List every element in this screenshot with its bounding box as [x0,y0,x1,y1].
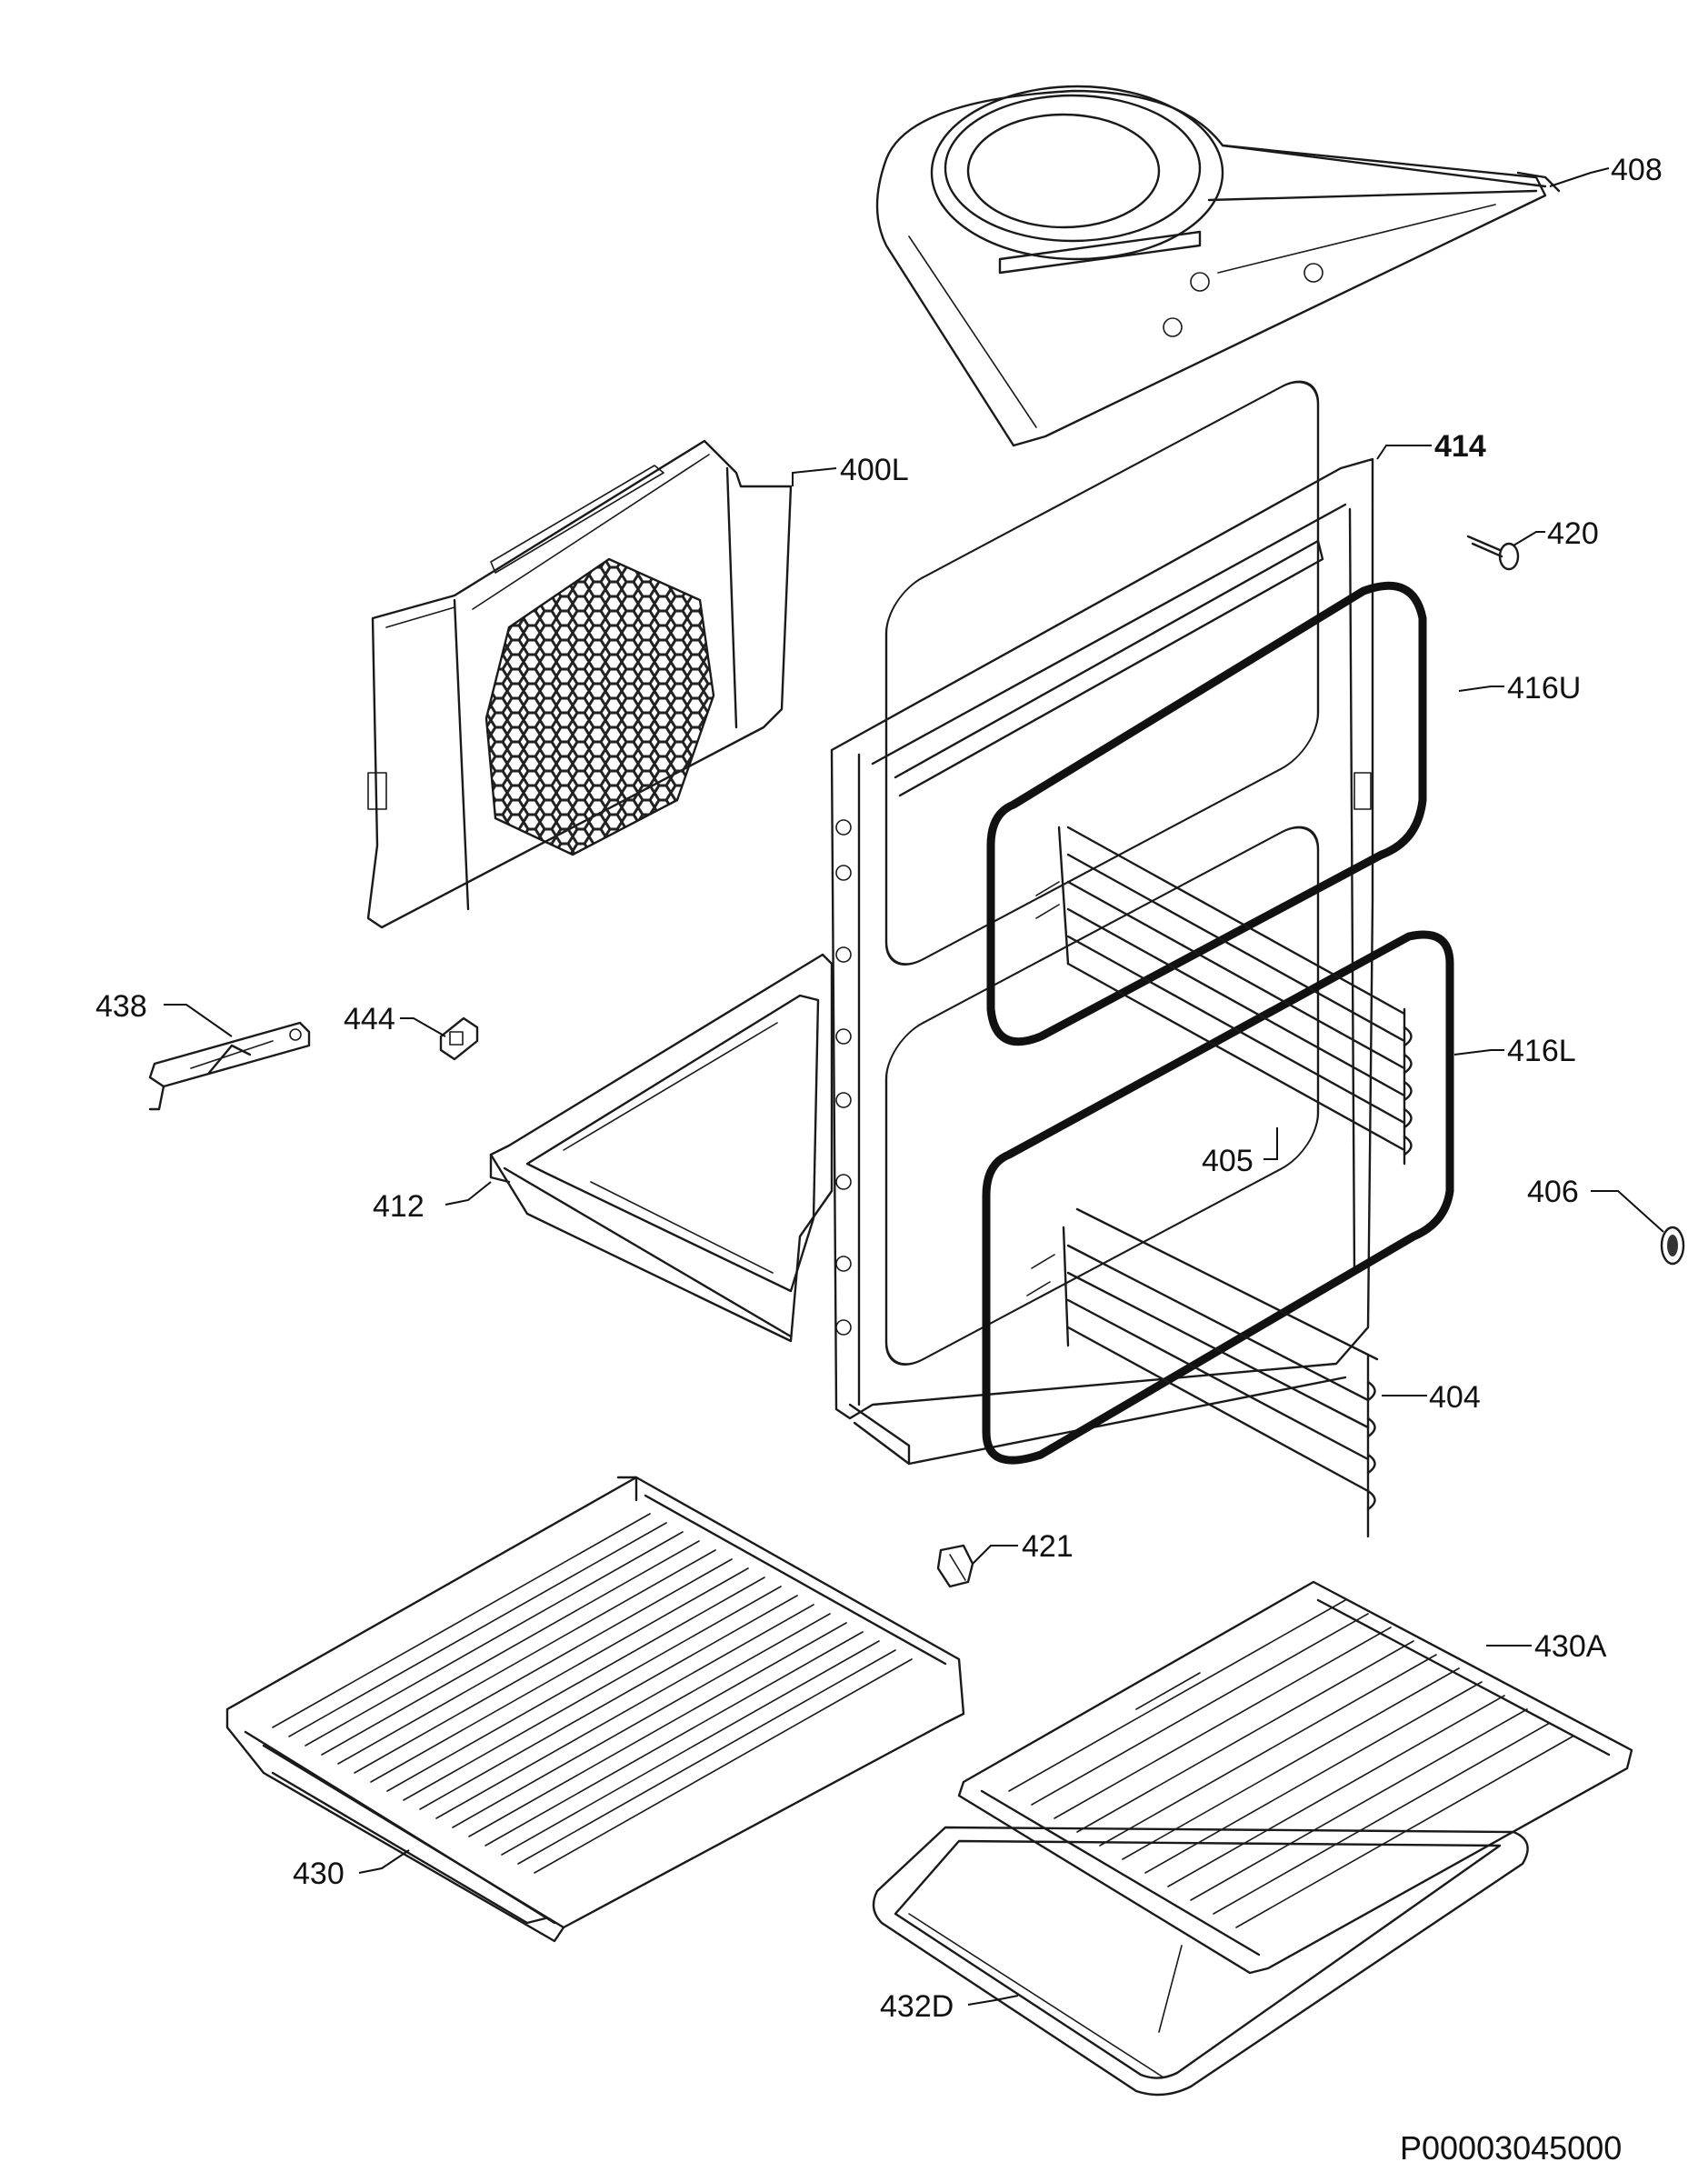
oven-cavity-414 [830,380,1374,1466]
leader-lines [164,167,1664,2006]
hinge-bracket-438 [148,1021,311,1111]
label-400L: 400L [840,453,909,487]
shelf-support-405 [1035,826,1413,1166]
label-420: 420 [1547,516,1599,551]
upper-gasket-416U [986,581,1427,1046]
label-414: 414 [1434,429,1486,464]
label-430A: 430A [1534,1629,1607,1664]
screw-420 [1466,535,1520,571]
back-panel-400L [366,439,793,929]
drawing-code: P00003045000 [1400,2129,1622,2167]
clip-444 [439,1016,479,1061]
label-421: 421 [1022,1529,1074,1564]
label-404: 404 [1429,1380,1481,1415]
part-labels: 408 400L 414 420 416U 438 444 416L 405 4… [95,153,1663,2024]
label-412: 412 [373,1189,425,1224]
label-444: 444 [344,1002,395,1036]
baking-tray-432D [872,1826,1529,2097]
label-408: 408 [1611,153,1663,187]
lower-gasket-416L [982,930,1454,1465]
label-416U: 416U [1507,671,1581,706]
fan-cover-408 [875,85,1561,447]
grill-rack-430A [957,1580,1633,1975]
floor-tray-412 [489,953,834,1343]
lamp-421 [936,1544,974,1588]
label-406: 406 [1527,1175,1579,1209]
label-432D: 432D [880,1989,954,2024]
label-416L: 416L [1507,1034,1576,1068]
shelf-support-404 [1026,1207,1379,1538]
label-438: 438 [95,989,147,1024]
lamp-cover-406 [1660,1226,1685,1266]
label-405: 405 [1202,1144,1254,1178]
wire-shelf-430 [225,1476,965,1943]
label-430: 430 [293,1857,345,1891]
